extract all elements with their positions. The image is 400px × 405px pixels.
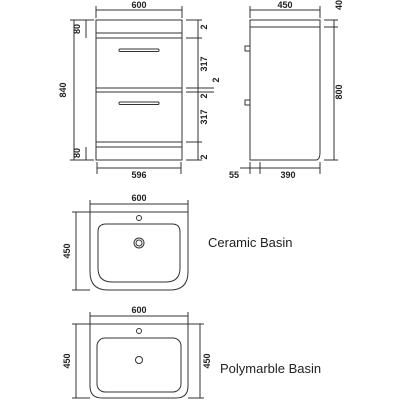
dim-ceramic-depth: 450	[62, 243, 72, 258]
dim-drawer-lower: 317	[199, 109, 209, 124]
dim-gap-top: 2	[199, 24, 209, 29]
dim-drawer-upper: 317	[199, 56, 209, 71]
side-view: 450 40 800 55 390	[229, 0, 344, 180]
dim-ceramic-width: 600	[131, 193, 146, 203]
dim-gap-bottom: 2	[199, 154, 209, 159]
side-handle-lower	[244, 99, 251, 106]
dim-polymarble-depth-right: 450	[202, 353, 212, 368]
dim-side-offset: 55	[229, 170, 239, 180]
ceramic-basin-outline	[89, 211, 189, 291]
polymarble-tap-hole	[136, 328, 142, 334]
dim-side-top-thickness: 40	[334, 0, 344, 10]
ceramic-drain-inner	[135, 239, 143, 247]
ceramic-drain-outer	[133, 237, 145, 249]
polymarble-basin-bowl	[96, 337, 182, 393]
dim-plinth-top: 80	[72, 24, 82, 34]
polymarble-basin-view: 600 450 450 Polymarble Basin	[62, 305, 321, 399]
side-cabinet-outline	[249, 27, 321, 161]
side-top-slab	[249, 19, 321, 28]
dim-front-width-top: 600	[131, 0, 146, 10]
front-cabinet-outline	[95, 19, 183, 161]
dim-side-depth-top: 450	[277, 0, 292, 10]
dim-side-height: 800	[334, 84, 344, 99]
ceramic-basin-view: 600 450 Ceramic Basin	[62, 193, 293, 291]
dim-plinth-bottom: 80	[72, 148, 82, 158]
ceramic-basin-label: Ceramic Basin	[208, 235, 293, 250]
polymarble-basin-outline	[89, 323, 189, 399]
drawer-upper-handle	[118, 48, 160, 52]
dim-front-height-total: 840	[58, 82, 68, 97]
front-view: 600 840 80 80 2 317 2 2 317 2 596	[58, 0, 221, 180]
dim-gap-mid: 2	[211, 77, 221, 82]
drawer-lower-handle	[118, 101, 160, 105]
side-handle-upper	[244, 45, 251, 52]
polymarble-basin-label: Polymarble Basin	[220, 361, 321, 376]
dim-front-width-bottom: 596	[131, 170, 146, 180]
ceramic-basin-bowl	[97, 223, 181, 283]
ceramic-tap-hole	[136, 215, 142, 221]
dim-gap-mid-upper: 2	[199, 93, 209, 98]
dim-polymarble-depth-left: 450	[62, 353, 72, 368]
dim-side-depth-bottom: 390	[280, 170, 295, 180]
dim-polymarble-width: 600	[131, 305, 146, 315]
polymarble-drain	[135, 356, 143, 364]
